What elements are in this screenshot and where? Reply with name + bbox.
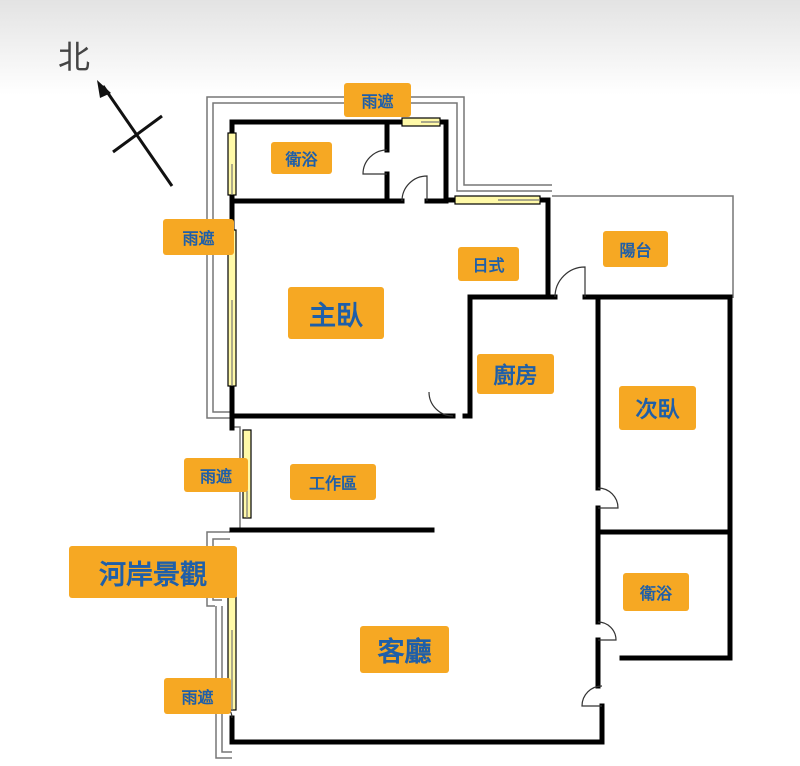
- second-bedroom-label: 次臥: [619, 386, 696, 430]
- master-bath-label: 衛浴: [271, 142, 332, 174]
- canopy-left-upper-label: 雨遮: [163, 219, 234, 255]
- balcony-label: 陽台: [603, 231, 668, 267]
- kitchen-label: 廚房: [477, 354, 554, 394]
- canopy-outlines: [206, 96, 734, 759]
- second-bath-label: 衛浴: [623, 573, 689, 611]
- japanese-room-label: 日式: [458, 247, 519, 281]
- north-label: 北: [58, 38, 91, 76]
- canopy-left-middle-label: 雨遮: [184, 458, 248, 492]
- north-arrow-icon: [97, 80, 174, 187]
- living-room-label: 客廳: [360, 626, 449, 673]
- walls: [229, 119, 733, 745]
- canopy-left-lower-label: 雨遮: [164, 678, 231, 714]
- top-gradient-band: [0, 0, 800, 95]
- canopy-top-label: 雨遮: [344, 83, 411, 117]
- work-area-label: 工作區: [290, 464, 376, 500]
- river-view-label: 河岸景觀: [69, 546, 237, 598]
- master-bedroom-label: 主臥: [288, 287, 384, 339]
